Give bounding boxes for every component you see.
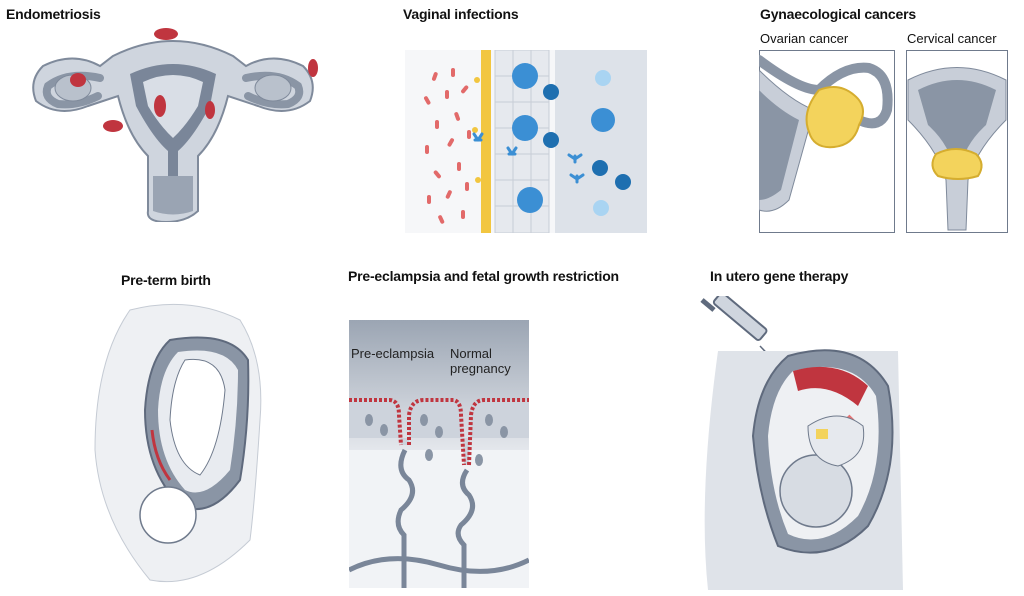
ovarian-cancer-illustration xyxy=(759,50,895,233)
cervical-cancer-illustration xyxy=(906,50,1008,233)
preterm-birth-illustration xyxy=(94,303,262,583)
endometriosis-title: Endometriosis xyxy=(6,6,101,22)
normal-pregnancy-label-line2: pregnancy xyxy=(450,361,511,376)
vaginal-infections-title: Vaginal infections xyxy=(403,6,519,22)
normal-pregnancy-label-line1: Normal xyxy=(450,346,492,361)
preeclampsia-title: Pre-eclampsia and fetal growth restricti… xyxy=(348,268,619,284)
uterus-endometriosis-illustration xyxy=(32,28,318,222)
preterm-birth-title: Pre-term birth xyxy=(121,272,211,288)
vaginal-epithelium-illustration xyxy=(405,50,647,233)
gene-therapy-title: In utero gene therapy xyxy=(710,268,849,284)
gene-therapy-illustration xyxy=(700,296,903,590)
ovarian-cancer-label: Ovarian cancer xyxy=(760,31,849,46)
preeclampsia-placenta-illustration xyxy=(349,320,529,588)
cervical-cancer-label: Cervical cancer xyxy=(907,31,997,46)
gynaecological-cancers-title: Gynaecological cancers xyxy=(760,6,916,22)
preeclampsia-side-label: Pre-eclampsia xyxy=(351,346,435,361)
